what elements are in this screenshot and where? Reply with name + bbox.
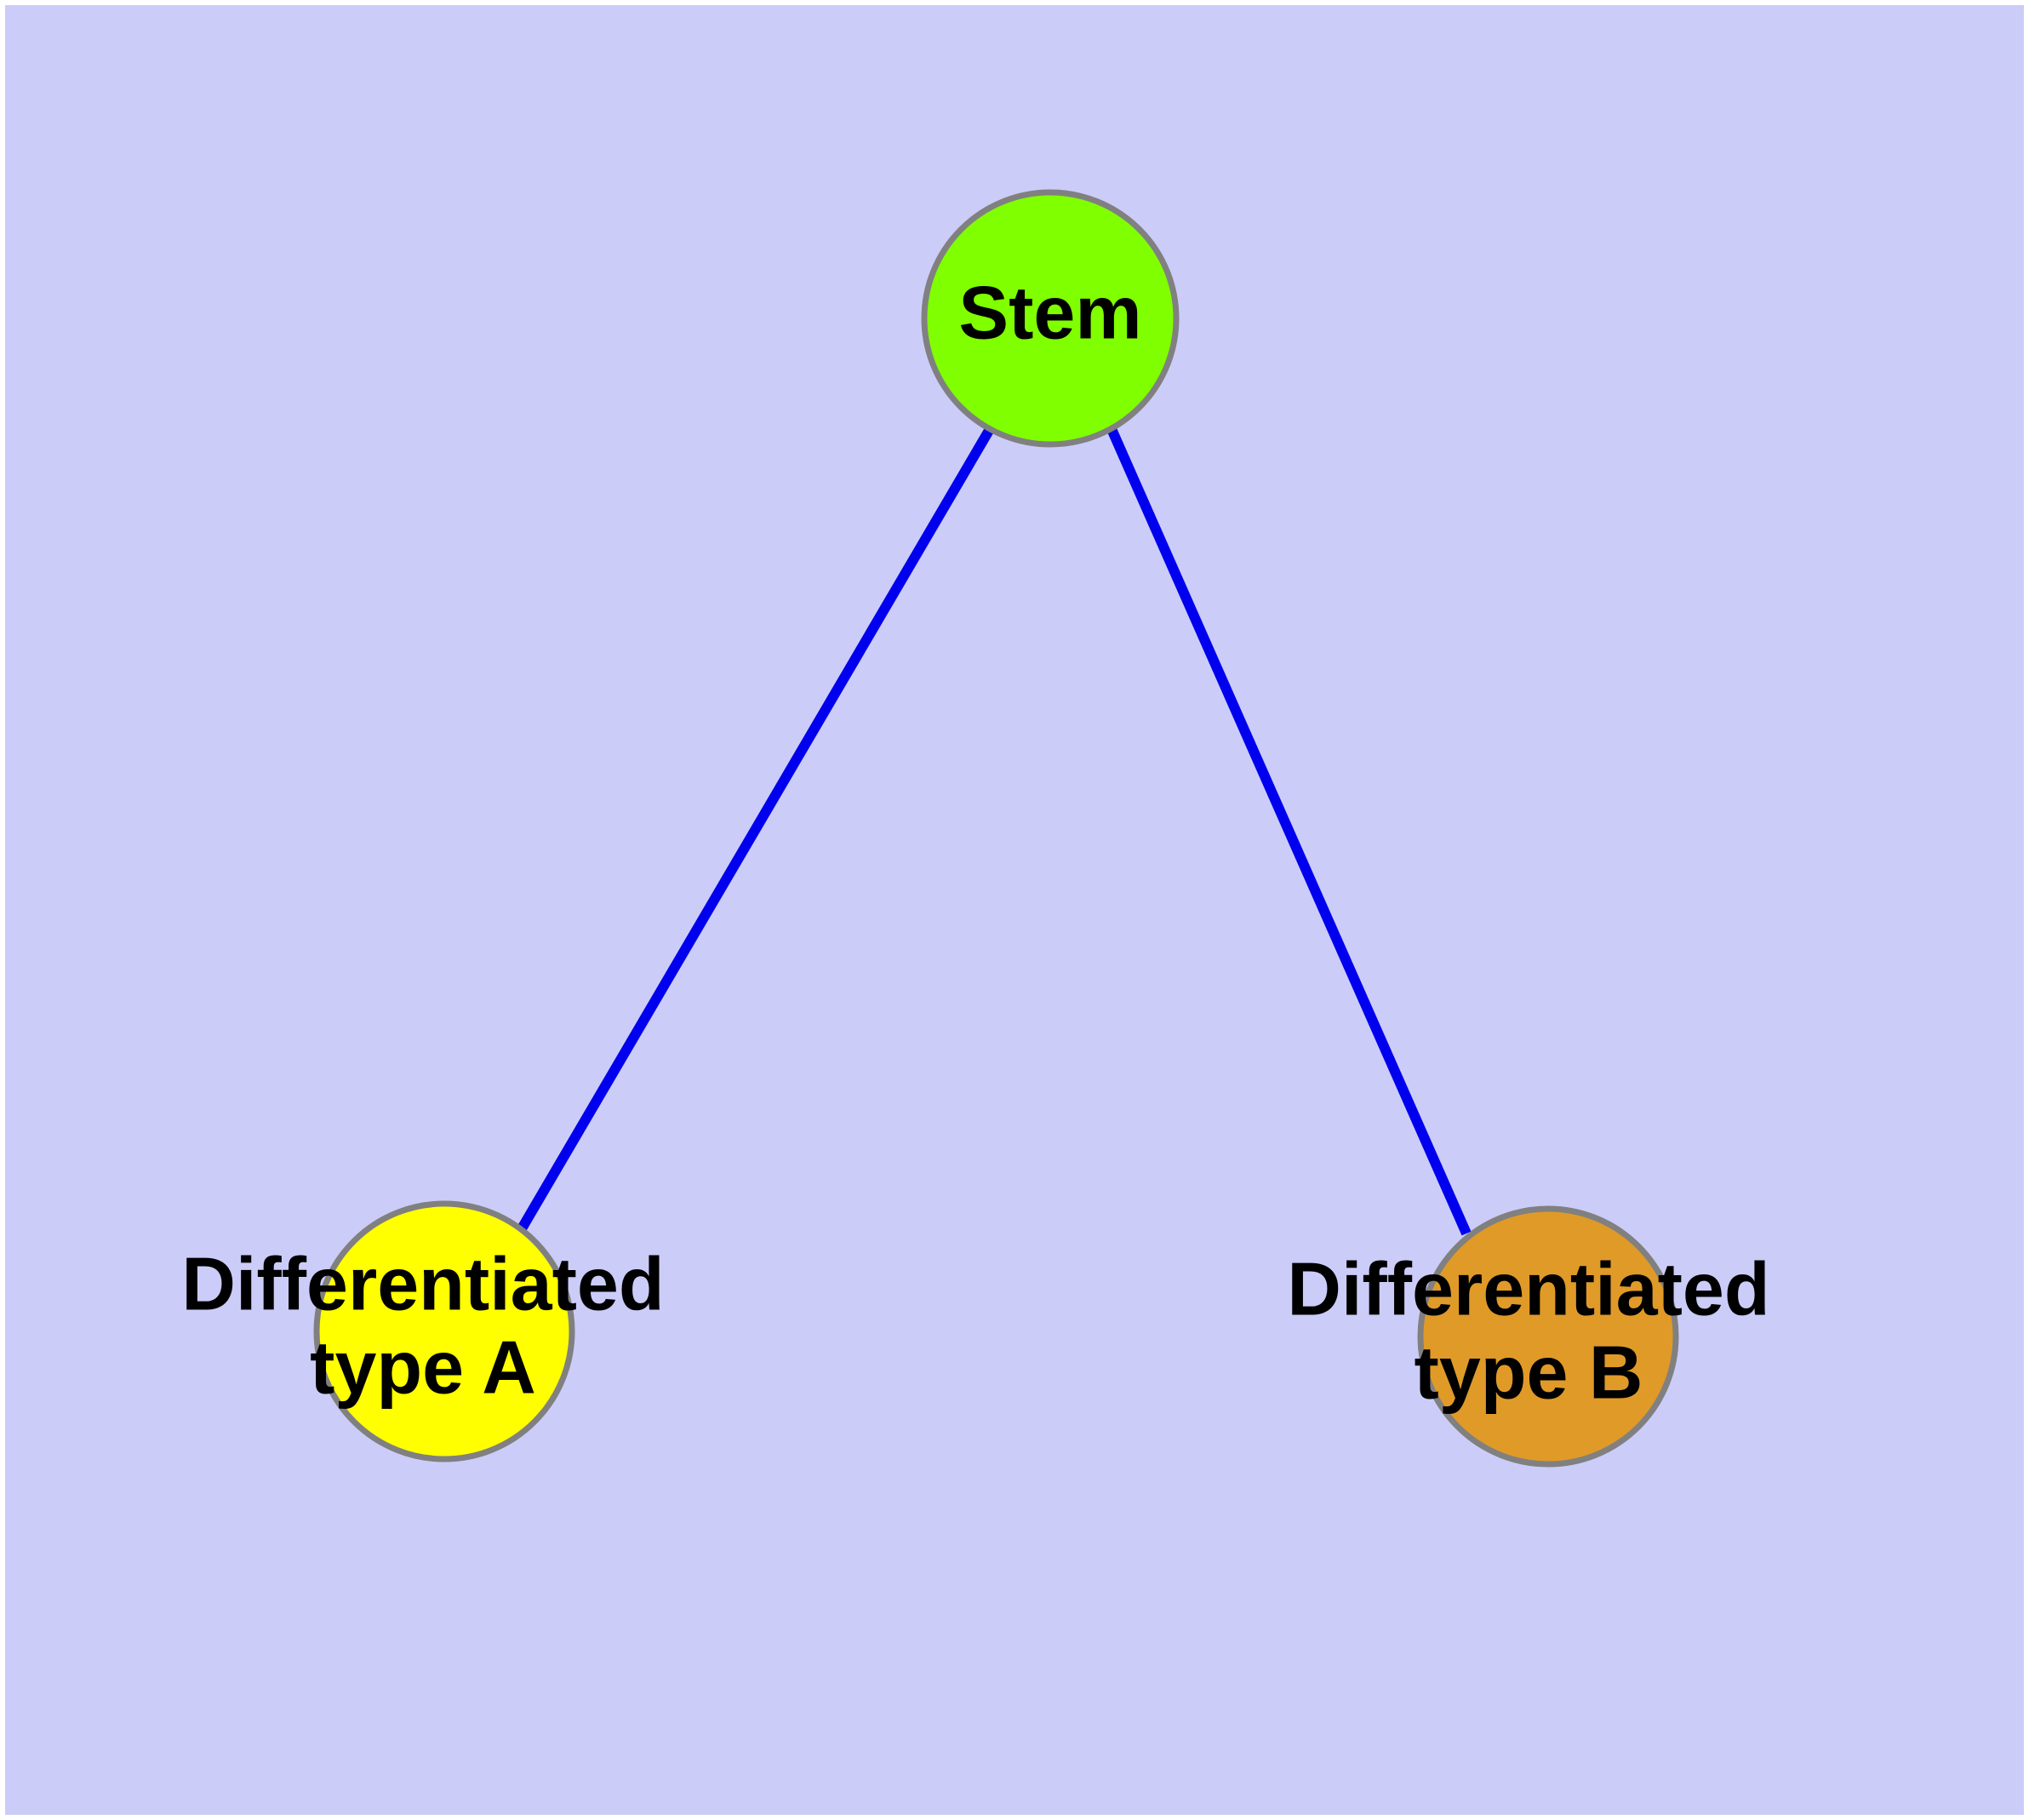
node-diff-a[interactable] (313, 1200, 575, 1462)
node-stem[interactable] (921, 189, 1180, 448)
node-label-line: Differentiated (181, 1241, 664, 1325)
node-label-line: type B (1415, 1330, 1643, 1414)
node-label-line: type A (310, 1325, 536, 1409)
node-label-line: Stem (958, 270, 1141, 354)
nodes-layer (313, 189, 1679, 1468)
edge-stem-to-b (1106, 426, 1472, 1236)
edges-layer (516, 426, 1472, 1236)
edge-stem-to-a (516, 426, 995, 1233)
node-label-line: Differentiated (1287, 1246, 1769, 1331)
node-label-stem: Stem (958, 270, 1141, 354)
node-diff-b[interactable] (1417, 1205, 1679, 1468)
